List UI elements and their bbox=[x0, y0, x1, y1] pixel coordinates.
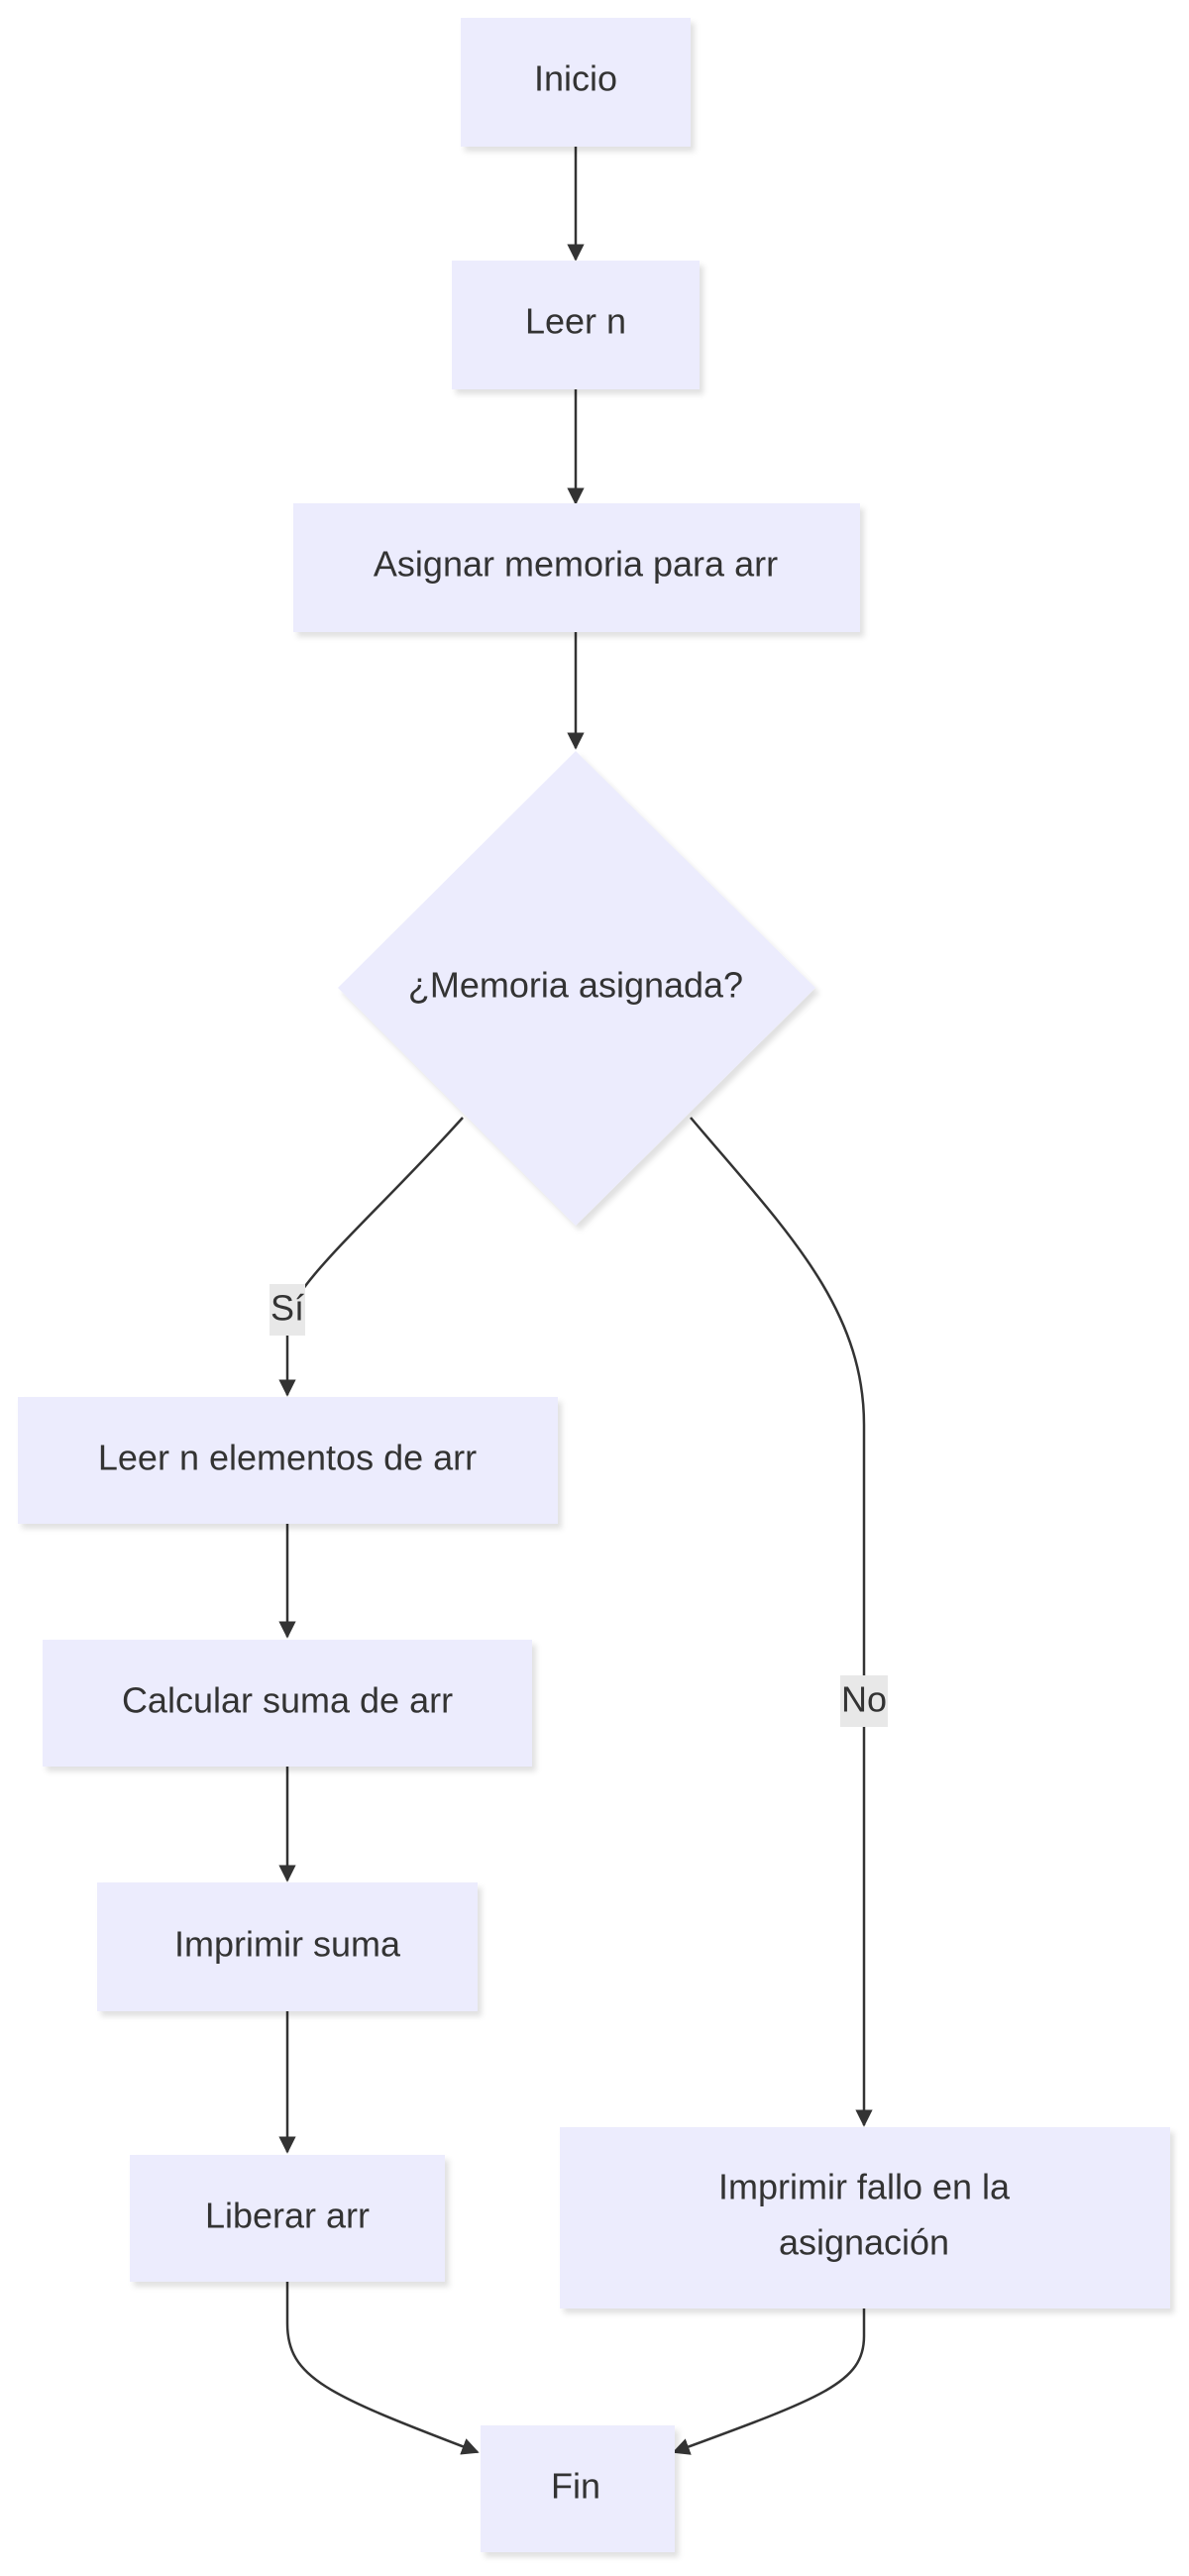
node-alloc-label: Asignar memoria para arr bbox=[374, 544, 778, 585]
edge-decision-no bbox=[690, 1117, 873, 2127]
node-print-fail-label-line1: Imprimir fallo en la bbox=[718, 2167, 1011, 2207]
node-decision-label: ¿Memoria asignada? bbox=[408, 965, 743, 1006]
node-read-n-label: Leer n bbox=[525, 301, 626, 342]
edge-label-no: No bbox=[840, 1675, 888, 1727]
edge-label-yes-text: Sí bbox=[270, 1288, 304, 1329]
node-read-n: Leer n bbox=[452, 261, 700, 389]
node-start: Inicio bbox=[461, 18, 691, 147]
node-print-fail-label-line2: asignación bbox=[779, 2222, 949, 2263]
node-read-elements-label: Leer n elementos de arr bbox=[98, 1438, 477, 1478]
edge-free-arr-to-end bbox=[285, 2281, 480, 2455]
node-print-sum: Imprimir suma bbox=[97, 1882, 478, 2011]
node-calc-sum: Calcular suma de arr bbox=[43, 1640, 532, 1767]
node-read-elements: Leer n elementos de arr bbox=[18, 1397, 558, 1524]
node-end-label: Fin bbox=[551, 2466, 600, 2507]
edge-label-no-text: No bbox=[841, 1679, 887, 1720]
node-alloc: Asignar memoria para arr bbox=[293, 503, 860, 632]
node-decision: ¿Memoria asignada? bbox=[338, 751, 815, 1226]
node-start-label: Inicio bbox=[534, 58, 617, 99]
node-free-arr-label: Liberar arr bbox=[205, 2196, 370, 2236]
edges bbox=[278, 147, 873, 2455]
node-free-arr: Liberar arr bbox=[130, 2155, 445, 2282]
node-end: Fin bbox=[481, 2425, 675, 2552]
edge-print-fail-to-end bbox=[672, 2308, 866, 2455]
node-print-sum-label: Imprimir suma bbox=[174, 1924, 401, 1965]
node-calc-sum-label: Calcular suma de arr bbox=[122, 1680, 453, 1721]
node-print-fail: Imprimir fallo en la asignación bbox=[560, 2127, 1170, 2308]
edge-decision-yes bbox=[278, 1117, 464, 1397]
edge-label-yes: Sí bbox=[270, 1284, 305, 1336]
